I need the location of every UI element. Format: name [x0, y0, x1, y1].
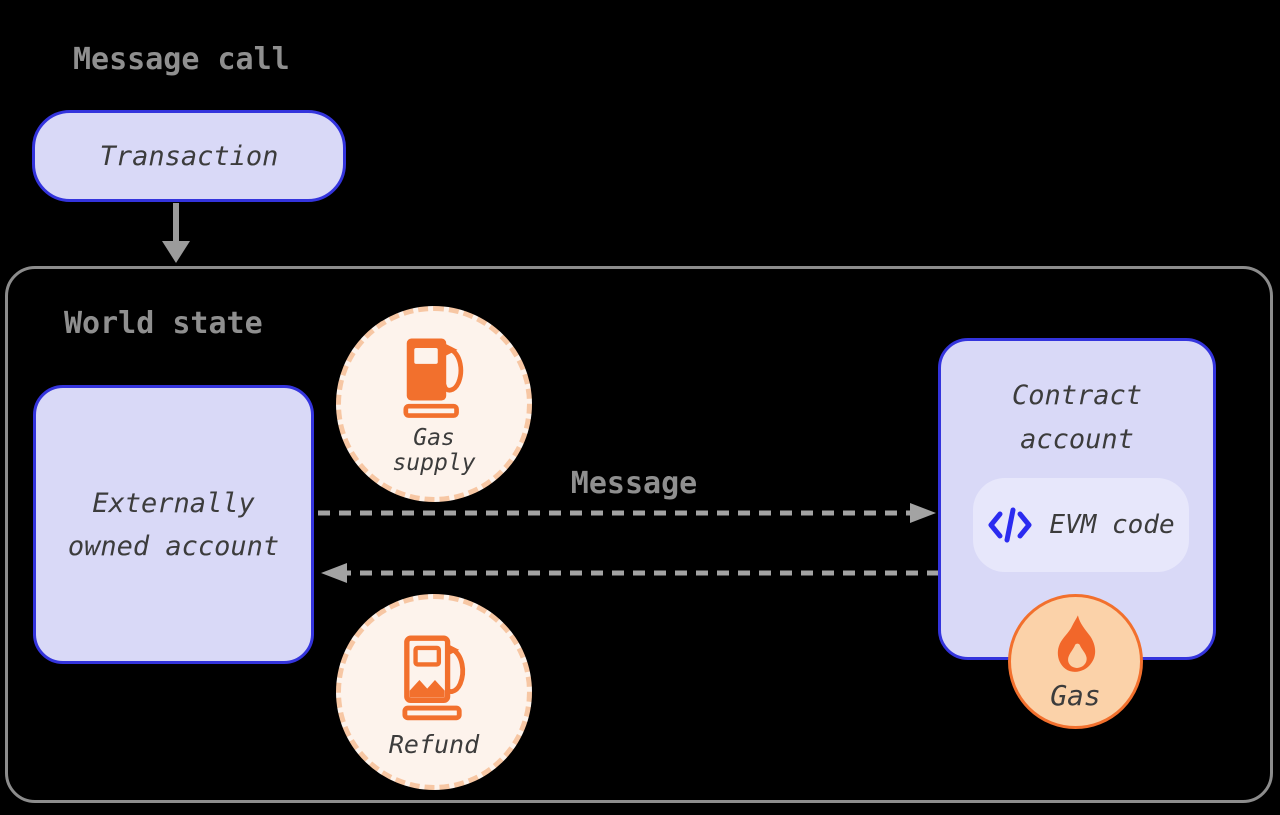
diagram-title: Message call [73, 42, 290, 77]
refund-badge: Refund [336, 594, 532, 790]
contract-label-line1: Contract [1011, 380, 1143, 411]
flame-icon [1057, 615, 1095, 672]
world-state-label: World state [64, 306, 263, 341]
gas-burn-badge: Gas [1008, 594, 1143, 729]
fuel-pump-icon [403, 338, 464, 418]
refund-label: Refund [388, 730, 480, 759]
transaction-label: Transaction [99, 140, 279, 172]
externally-owned-account-node: Externally owned account [33, 385, 314, 664]
transaction-node: Transaction [32, 110, 346, 202]
evm-code-label: EVM code [1049, 510, 1175, 540]
eoa-label-line2: owned account [67, 530, 280, 562]
dashed-arrow-left-icon [321, 563, 939, 583]
dashed-arrow-right-icon [318, 503, 936, 523]
gas-supply-label: Gas supply [392, 425, 476, 476]
evm-code-badge: EVM code [973, 478, 1189, 572]
down-arrow-icon [162, 203, 190, 263]
fuel-pump-refund-icon [402, 635, 466, 721]
message-arrow-label: Message [570, 466, 698, 501]
eoa-label-line1: Externally [92, 487, 255, 519]
gas-burn-label: Gas [1050, 679, 1101, 712]
contract-label-line2: account [1020, 424, 1134, 455]
gas-supply-badge: Gas supply [336, 306, 532, 502]
world-state-container [5, 266, 1273, 803]
code-icon [988, 507, 1032, 543]
